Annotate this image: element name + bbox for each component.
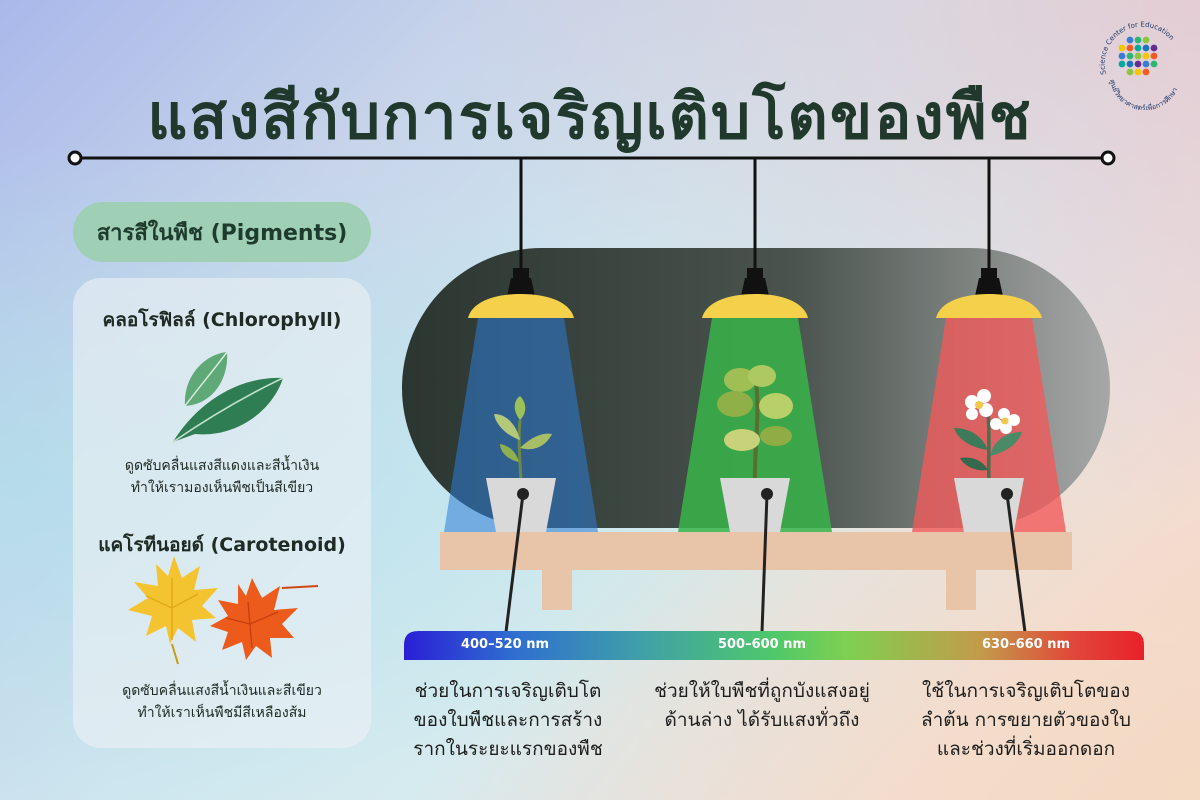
pointer-red [1005, 493, 1027, 633]
seedling-plant [494, 396, 552, 483]
green-leaves-icon [172, 351, 284, 443]
pigments-heading: สารสีในพืช (Pigments) [96, 220, 348, 246]
shelf-leg-left [542, 570, 572, 610]
logo-dot [1142, 36, 1150, 44]
lamp-green [702, 268, 808, 318]
logo-dot [1134, 52, 1142, 60]
logo-dot [1126, 44, 1134, 52]
rail-end-left [67, 150, 83, 166]
spectrum-bar [404, 631, 1144, 660]
rail-end-right [1100, 150, 1116, 166]
leafy-plant [717, 365, 793, 483]
pigments-heading-pill: สารสีในพืช (Pigments) [73, 202, 371, 262]
caption-green: ช่วยให้ใบพืชที่ถูกบังแสงอยู่ ด้านล่าง ได… [624, 677, 900, 735]
logo-dot [1118, 44, 1126, 52]
caption-line: ใช้ในการเจริญเติบโตของ [922, 680, 1130, 702]
caption-line: และช่วงที่เริ่มออกดอก [936, 738, 1116, 760]
caption-red: ใช้ในการเจริญเติบโตของ ลำต้น การขยายตัวข… [896, 677, 1156, 764]
pigment-desc-line: ทำให้เรามองเห็นพืชเป็นสีเขียว [130, 480, 314, 496]
logo-dot [1142, 44, 1150, 52]
logo-dots-icon [1118, 36, 1158, 76]
band-label-blue: 400–520 nm [460, 637, 550, 652]
pot-green [720, 478, 790, 532]
logo-dot [1134, 36, 1142, 44]
band-label-red: 630–660 nm [981, 637, 1071, 652]
caption-line: ด้านล่าง ได้รับแสงทั่วถึง [664, 709, 860, 731]
lamp-red [936, 268, 1042, 318]
logo-dot [1134, 60, 1142, 68]
lamp-blue [468, 268, 574, 318]
pigment-desc-line: ดูดซับคลื่นแสงสีแดงและสีน้ำเงิน [124, 458, 320, 474]
pigment-desc-chlorophyll: ดูดซับคลื่นแสงสีแดงและสีน้ำเงิน ทำให้เรา… [73, 455, 371, 499]
logo-dot [1126, 68, 1134, 76]
maple-leaves-icon [128, 556, 319, 665]
pointer-blue [504, 493, 525, 633]
pigment-desc-carotenoid: ดูดซับคลื่นแสงสีน้ำเงินและสีเขียว ทำให้เ… [73, 680, 371, 724]
logo-dot [1150, 44, 1158, 52]
logo-dot [1134, 68, 1142, 76]
logo-dot [1126, 60, 1134, 68]
logo-dot [1118, 60, 1126, 68]
logo-dot [1142, 52, 1150, 60]
caption-line: รากในระยะแรกของพืช [413, 738, 603, 760]
caption-blue: ช่วยในการเจริญเติบโต ของใบพืชและการสร้าง… [388, 677, 628, 764]
logo-dot [1142, 60, 1150, 68]
logo-dot [1134, 44, 1142, 52]
pigment-name-chlorophyll: คลอโรฟิลล์ (Chlorophyll) [102, 309, 342, 331]
pigment-desc-line: ดูดซับคลื่นแสงสีน้ำเงินและสีเขียว [122, 683, 322, 699]
shelf [440, 532, 1072, 570]
logo-dot [1150, 52, 1158, 60]
logo-dot [1118, 52, 1126, 60]
logo-dot [1150, 60, 1158, 68]
caption-line: ลำต้น การขยายตัวของใบ [920, 709, 1131, 731]
pigment-name-carotenoid: แคโรทีนอยด์ (Carotenoid) [98, 534, 346, 556]
pot-red [954, 478, 1024, 532]
caption-line: ช่วยให้ใบพืชที่ถูกบังแสงอยู่ [654, 680, 870, 702]
logo: Science Center for Education ศูนย์วิทยาศ… [1099, 21, 1180, 110]
logo-dot [1126, 52, 1134, 60]
logo-dot [1142, 68, 1150, 76]
pigment-desc-line: ทำให้เราเห็นพืชมีสีเหลืองส้ม [137, 705, 307, 721]
page-title: แสงสีกับการเจริญเติบโตของพืช [147, 80, 1033, 153]
caption-line: ของใบพืชและการสร้าง [413, 709, 603, 731]
caption-line: ช่วยในการเจริญเติบโต [414, 680, 602, 702]
flowering-plant [954, 389, 1022, 483]
logo-dot [1126, 36, 1134, 44]
band-label-green: 500–600 nm [717, 637, 807, 652]
shelf-leg-right [946, 570, 976, 610]
pointer-green [760, 493, 769, 633]
